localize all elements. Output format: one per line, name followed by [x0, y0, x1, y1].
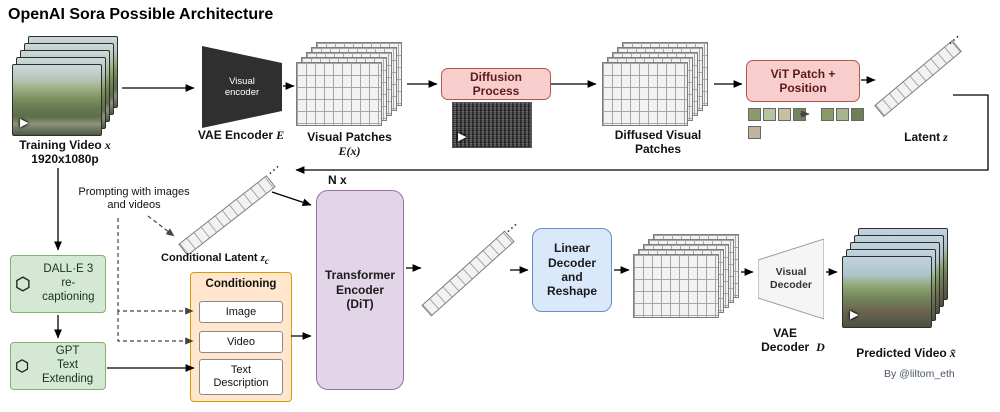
- video-frame: ▶: [12, 64, 102, 136]
- ellipsis-icon: ···: [265, 160, 285, 180]
- patch-thumb: [851, 108, 864, 121]
- output-patches-cube: [633, 232, 739, 318]
- output-latent-strip: [421, 230, 515, 317]
- visual-decoder-shape: Visual Decoder: [757, 238, 825, 320]
- vae-encoder-inner-label: Visual encoder: [224, 75, 260, 98]
- patch-thumb: [763, 108, 776, 121]
- linear-decoder-box: Linear Decoder and Reshape: [532, 228, 612, 312]
- play-icon: ▶: [850, 309, 859, 321]
- patch-thumb: [821, 108, 834, 121]
- prompting-label: Prompting with images and videos: [78, 186, 190, 212]
- conditioning-title: Conditioning: [205, 278, 277, 290]
- vae-encoder-shape: Visual encoder: [202, 46, 282, 128]
- conditioning-text-box: Text Description: [199, 359, 283, 395]
- visual-patches-cube: [296, 40, 402, 126]
- patch-thumb: [748, 108, 761, 121]
- patch-thumb: [793, 108, 806, 121]
- latent-z-strip: [874, 39, 962, 118]
- noise-image: ▶: [452, 102, 532, 148]
- patch-thumb: [836, 108, 849, 121]
- play-icon: ▶: [458, 131, 467, 143]
- visual-decoder-inner-label: Visual Decoder: [769, 266, 812, 291]
- vit-thumbnails: [748, 108, 866, 139]
- visual-patches-label: Visual Patches E(x): [307, 130, 392, 159]
- patch-thumb: [748, 126, 761, 139]
- diffusion-process-box: Diffusion Process: [441, 68, 551, 100]
- predicted-video-stack: ▶: [842, 228, 948, 328]
- conditioning-image-box: Image: [199, 301, 283, 323]
- conditioning-group: Conditioning Image Video Text Descriptio…: [190, 272, 292, 402]
- patch-thumb: [778, 108, 791, 121]
- openai-logo-icon: [16, 359, 29, 373]
- video-frame: ▶: [842, 256, 932, 328]
- credit-text: By @liltom_eth: [884, 368, 955, 380]
- page-title: OpenAI Sora Possible Architecture: [8, 6, 274, 23]
- n-x-label: N x: [328, 173, 347, 187]
- conditional-latent-strip: [178, 175, 276, 256]
- diffused-patches-label: Diffused Visual Patches: [614, 128, 702, 157]
- openai-logo-icon: [16, 276, 30, 292]
- conditioning-video-box: Video: [199, 331, 283, 353]
- training-video-stack: ▶: [12, 36, 118, 136]
- diffused-patches-cube: [602, 40, 708, 126]
- play-icon: ▶: [20, 117, 29, 129]
- dit-transformer-box: Transformer Encoder (DiT): [316, 190, 404, 390]
- vit-patch-position-box: ViT Patch + Position: [746, 60, 860, 102]
- encoder-trapezoid-icon: [202, 46, 282, 128]
